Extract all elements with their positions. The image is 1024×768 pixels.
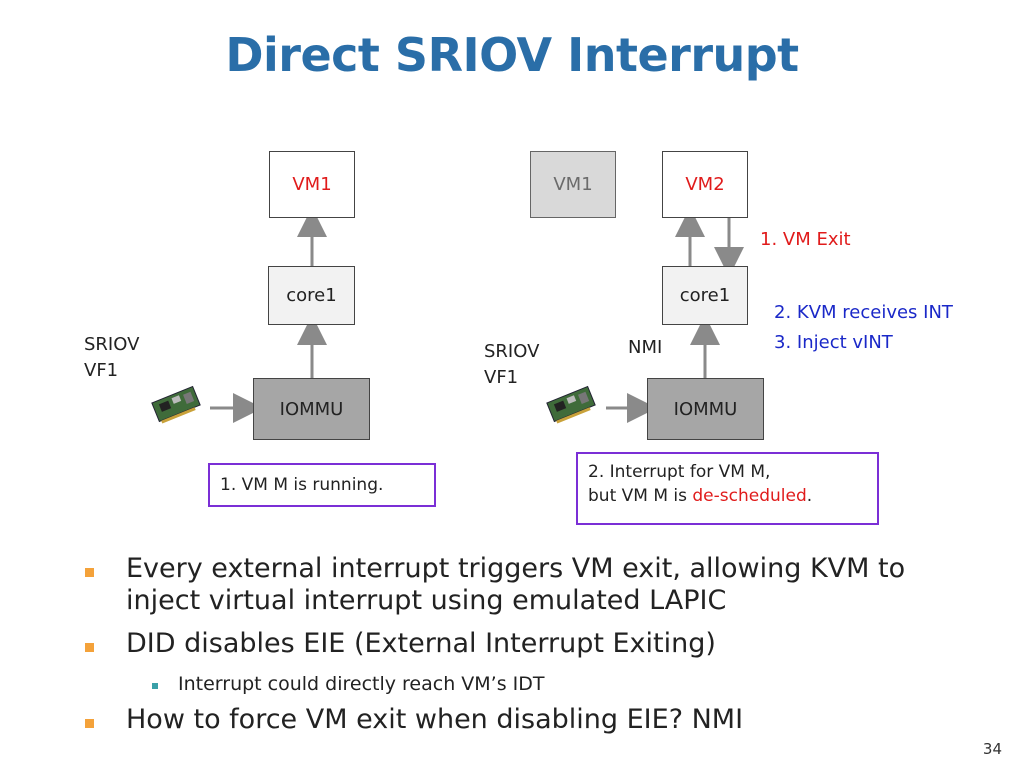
iommu-label-left: IOMMU: [279, 398, 344, 420]
iommu-label-right: IOMMU: [673, 398, 738, 420]
step-vm-exit: 1. VM Exit: [760, 229, 851, 250]
vm2-label: VM2: [685, 174, 725, 195]
core1-box-left: core1: [268, 266, 355, 325]
step-kvm-receives: 2. KVM receives INT: [774, 302, 953, 323]
nmi-label: NMI: [628, 337, 663, 358]
vm1-label-right: VM1: [553, 174, 593, 195]
vm2-box: VM2: [662, 151, 748, 218]
sub-bullet-1: Interrupt could directly reach VM’s IDT: [178, 673, 545, 695]
bullet-marker: [85, 719, 94, 728]
iommu-box-left: IOMMU: [253, 378, 370, 440]
slide-title: Direct SRIOV Interrupt: [225, 28, 799, 82]
step-inject-vint: 3. Inject vINT: [774, 332, 893, 353]
sub-bullet-marker: [152, 683, 158, 689]
descheduled-highlight: de-scheduled: [692, 486, 807, 506]
vm1-label-left: VM1: [292, 174, 332, 195]
bullet-marker: [85, 643, 94, 652]
bullet-3: How to force VM exit when disabling EIE?…: [126, 704, 744, 735]
bullet-2: DID disables EIE (External Interrupt Exi…: [126, 628, 716, 659]
note-descheduled: 2. Interrupt for VM M, but VM M is de-sc…: [576, 452, 879, 525]
bullet-1: Every external interrupt triggers VM exi…: [126, 553, 906, 616]
note-running: 1. VM M is running.: [208, 463, 436, 507]
bullet-marker: [85, 568, 94, 577]
page-number: 34: [982, 740, 1002, 758]
note-line2: but VM M is de-scheduled.: [588, 486, 813, 506]
iommu-box-right: IOMMU: [647, 378, 764, 440]
vm1-box-left: VM1: [269, 151, 355, 218]
core1-box-right: core1: [662, 266, 748, 325]
network-card-icon: [543, 384, 599, 424]
core1-label-right: core1: [679, 285, 731, 306]
vm1-box-right: VM1: [530, 151, 616, 218]
sriov-label-left: SRIOV VF1: [84, 334, 140, 381]
network-card-icon: [148, 384, 204, 424]
core1-label-left: core1: [286, 285, 337, 306]
sriov-label-right: SRIOV VF1: [484, 341, 540, 388]
